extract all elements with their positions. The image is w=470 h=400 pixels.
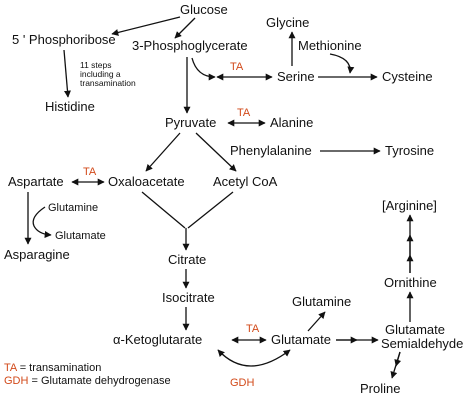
node-glutamate-semialdehyde-line2: Semialdehyde (381, 336, 463, 351)
node-glutamate-side: Glutamate (55, 230, 106, 242)
legend-ta-text: = transamination (17, 362, 102, 374)
label-ta-alanine: TA (237, 107, 251, 119)
node-histidine: Histidine (45, 99, 95, 114)
legend-gdh-text: = Glutamate dehydrogenase (28, 375, 170, 387)
arrow-phosphoglycerate-to-serine (191, 57, 216, 81)
node-ornithine: Ornithine (384, 275, 437, 290)
node-pyruvate: Pyruvate (165, 115, 216, 130)
node-glutamine: Glutamine (292, 294, 351, 309)
node-glutamate-semialdehyde-line1: Glutamate (385, 322, 445, 337)
node-acetyl-coa: Acetyl CoA (213, 174, 278, 189)
node-cysteine: Cysteine (382, 69, 433, 84)
arrow-gdh-curve (217, 349, 291, 367)
node-5-phosphoribose: 5 ' Phosphoribose (12, 32, 116, 47)
legend-ta: TA = transamination (4, 362, 101, 374)
line-acetyl-coa-to-join (187, 191, 234, 229)
label-ta-glutamate: TA (246, 323, 260, 335)
label-gdh: GDH (230, 377, 255, 389)
node-serine: Serine (277, 69, 315, 84)
node-glutamate: Glutamate (271, 332, 331, 347)
arrow-glucose-to-phosphoglycerate (174, 17, 196, 39)
node-3-phosphoglycerate: 3-Phosphoglycerate (132, 38, 248, 53)
node-glucose: Glucose (180, 2, 228, 17)
arrows (24, 16, 414, 379)
note-histidine-steps-1: 11 steps (80, 60, 112, 70)
arrow-methionine-to-cysteine (329, 53, 355, 74)
node-oxaloacetate: Oxaloacetate (108, 174, 185, 189)
note-histidine-steps-2: including a (80, 69, 121, 79)
node-citrate: Citrate (168, 252, 206, 267)
node-alpha-ketoglutarate: α-Ketoglutarate (113, 332, 202, 347)
node-arginine: [Arginine] (382, 198, 437, 213)
arrow-glutamine-to-glutamate-side (32, 206, 52, 239)
legend-ta-abbr: TA (4, 362, 18, 374)
legend-gdh-abbr: GDH (4, 375, 29, 387)
node-glycine: Glycine (266, 15, 309, 30)
arrow-glutamate-to-glutamine (307, 311, 326, 332)
node-isocitrate: Isocitrate (162, 290, 215, 305)
label-ta-serine: TA (230, 61, 244, 73)
node-proline: Proline (360, 381, 400, 396)
legend-gdh: GDH = Glutamate dehydrogenase (4, 375, 171, 387)
node-asparagine: Asparagine (4, 247, 70, 262)
node-aspartate: Aspartate (8, 174, 64, 189)
node-alanine: Alanine (270, 115, 313, 130)
node-tyrosine: Tyrosine (385, 143, 434, 158)
node-glutamine-side: Glutamine (48, 202, 98, 214)
label-ta-aspartate: TA (83, 166, 97, 178)
arrow-semialdehyde-to-proline-step (394, 351, 402, 367)
line-oxaloacetate-to-join (141, 191, 186, 229)
node-phenylalanine: Phenylalanine (230, 143, 312, 158)
note-histidine-steps-3: transamination (80, 78, 136, 88)
node-methionine: Methionine (298, 38, 362, 53)
arrow-glucose-to-phosphoribose (111, 16, 181, 36)
arrow-pyruvate-to-acetyl-coa (195, 132, 237, 172)
arrow-pyruvate-to-oxaloacetate (145, 132, 181, 172)
arrow-phosphoribose-to-histidine (63, 49, 71, 98)
